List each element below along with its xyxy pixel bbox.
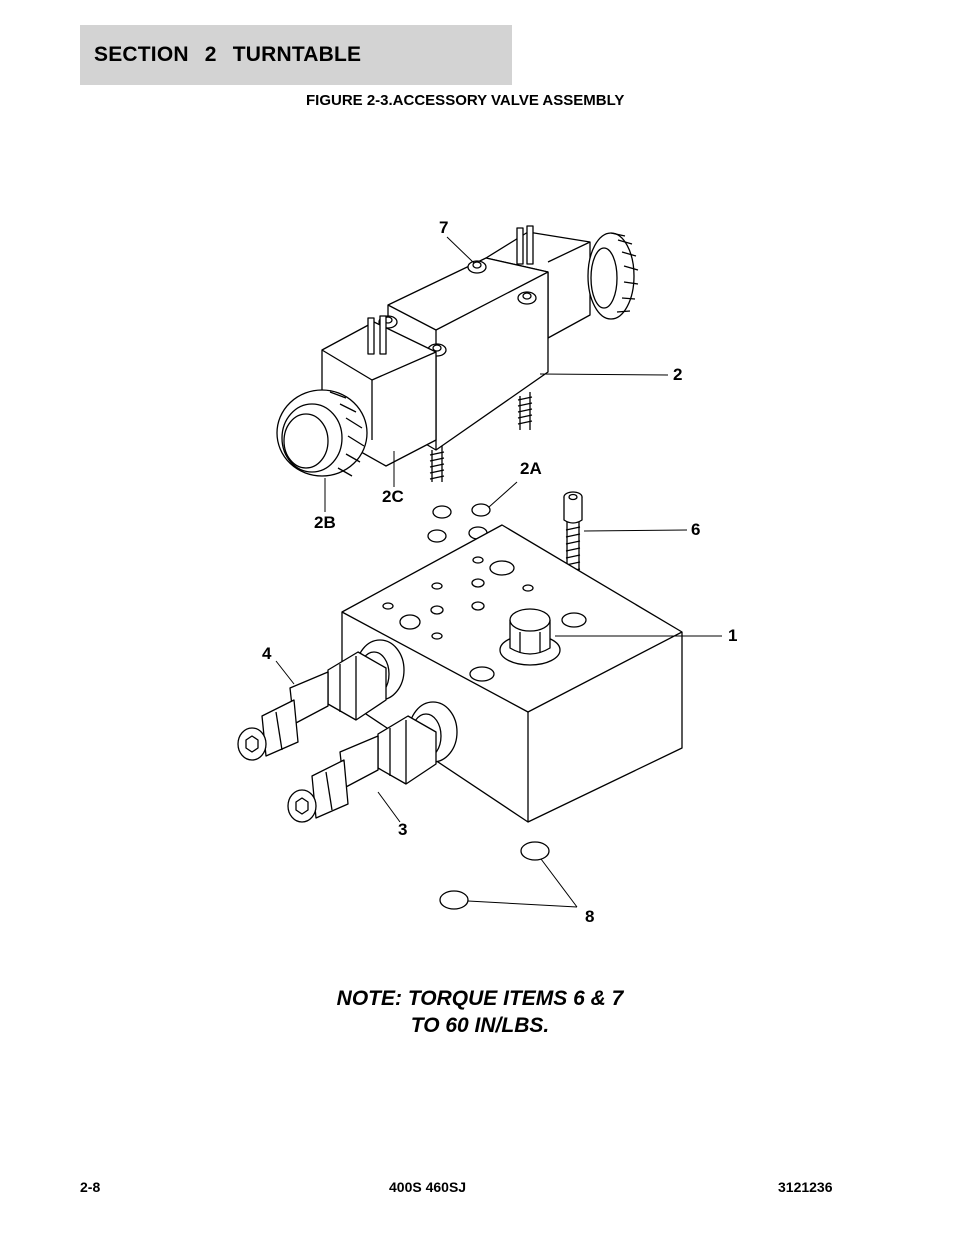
document-number: 3121236 (778, 1179, 833, 1195)
callout-2c: 2C (382, 487, 404, 506)
callout-1: 1 (728, 626, 738, 645)
cartridge-valve-4 (237, 639, 405, 761)
callout-2: 2 (673, 365, 683, 384)
callout-2b: 2B (314, 513, 336, 532)
leader-lines (275, 236, 722, 908)
o-rings-8 (439, 841, 550, 910)
solenoid-valve (276, 225, 639, 482)
figure-caption: FIGURE 2-3.ACCESSORY VALVE ASSEMBLY (306, 92, 625, 109)
callout-4: 4 (262, 644, 272, 663)
torque-note-line-1: NOTE: TORQUE ITEMS 6 & 7 (336, 987, 624, 1010)
model-number: 400S 460SJ (389, 1179, 467, 1195)
callout-7: 7 (439, 218, 449, 237)
page-number: 2-8 (80, 1179, 101, 1195)
section-header: SECTION 2 TURNTABLE (80, 25, 512, 85)
o-rings-2a (427, 503, 491, 543)
callout-2a: 2A (520, 459, 542, 478)
cartridge-valve-3 (287, 701, 458, 823)
torque-note: NOTE: TORQUE ITEMS 6 & 7 TO 60 IN/LBS. (290, 985, 670, 1039)
callout-6: 6 (691, 520, 701, 539)
torque-note-line-2: TO 60 IN/LBS. (410, 1014, 550, 1037)
section-title: SECTION 2 TURNTABLE (94, 43, 362, 66)
callout-3: 3 (398, 820, 408, 839)
callout-8: 8 (585, 907, 595, 926)
